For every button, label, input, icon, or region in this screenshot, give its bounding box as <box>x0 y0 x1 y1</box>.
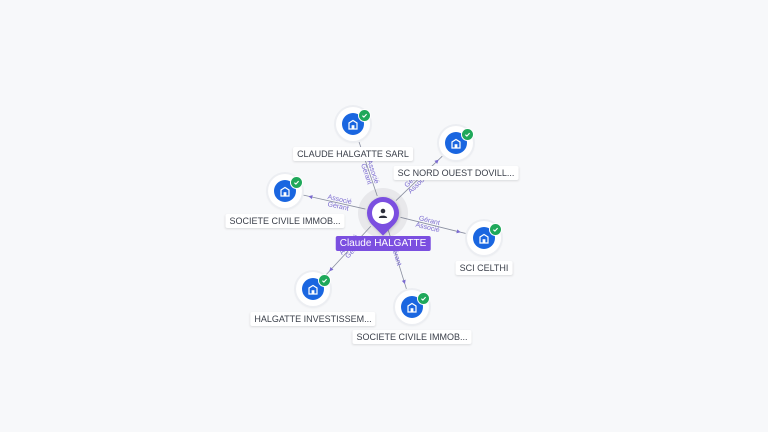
edge-arrow-halgatte-investissem <box>329 267 334 272</box>
person-icon <box>372 202 394 224</box>
company-node-label: SC NORD OUEST DOVILL... <box>393 166 519 180</box>
check-icon <box>290 176 303 189</box>
company-node-label: SCI CELTHI <box>455 261 513 275</box>
center-person-label: Claude HALGATTE <box>335 236 431 251</box>
edge-societe-civile-1 <box>303 194 366 210</box>
check-icon <box>417 292 430 305</box>
check-icon <box>489 223 502 236</box>
company-node-label: SOCIETE CIVILE IMMOB... <box>352 330 472 344</box>
check-icon <box>358 109 371 122</box>
edge-arrow-sci-celthi <box>456 229 461 234</box>
edge-role-label: Gérant <box>418 215 441 227</box>
check-icon <box>318 274 331 287</box>
company-node-label: HALGATTE INVESTISSEM... <box>250 312 376 326</box>
check-icon <box>461 128 474 141</box>
edge-arrow-societe-civile-1 <box>308 195 313 200</box>
edge-arrow-societe-civile-2 <box>401 279 406 285</box>
edge-role-label: Gérant <box>327 201 349 213</box>
edge-sci-celthi <box>400 216 466 234</box>
edge-arrow-sc-nord-ouest <box>434 159 439 164</box>
company-node-label: SOCIETE CIVILE IMMOB... <box>225 214 345 228</box>
company-node-label: CLAUDE HALGATTE SARL <box>293 147 413 161</box>
